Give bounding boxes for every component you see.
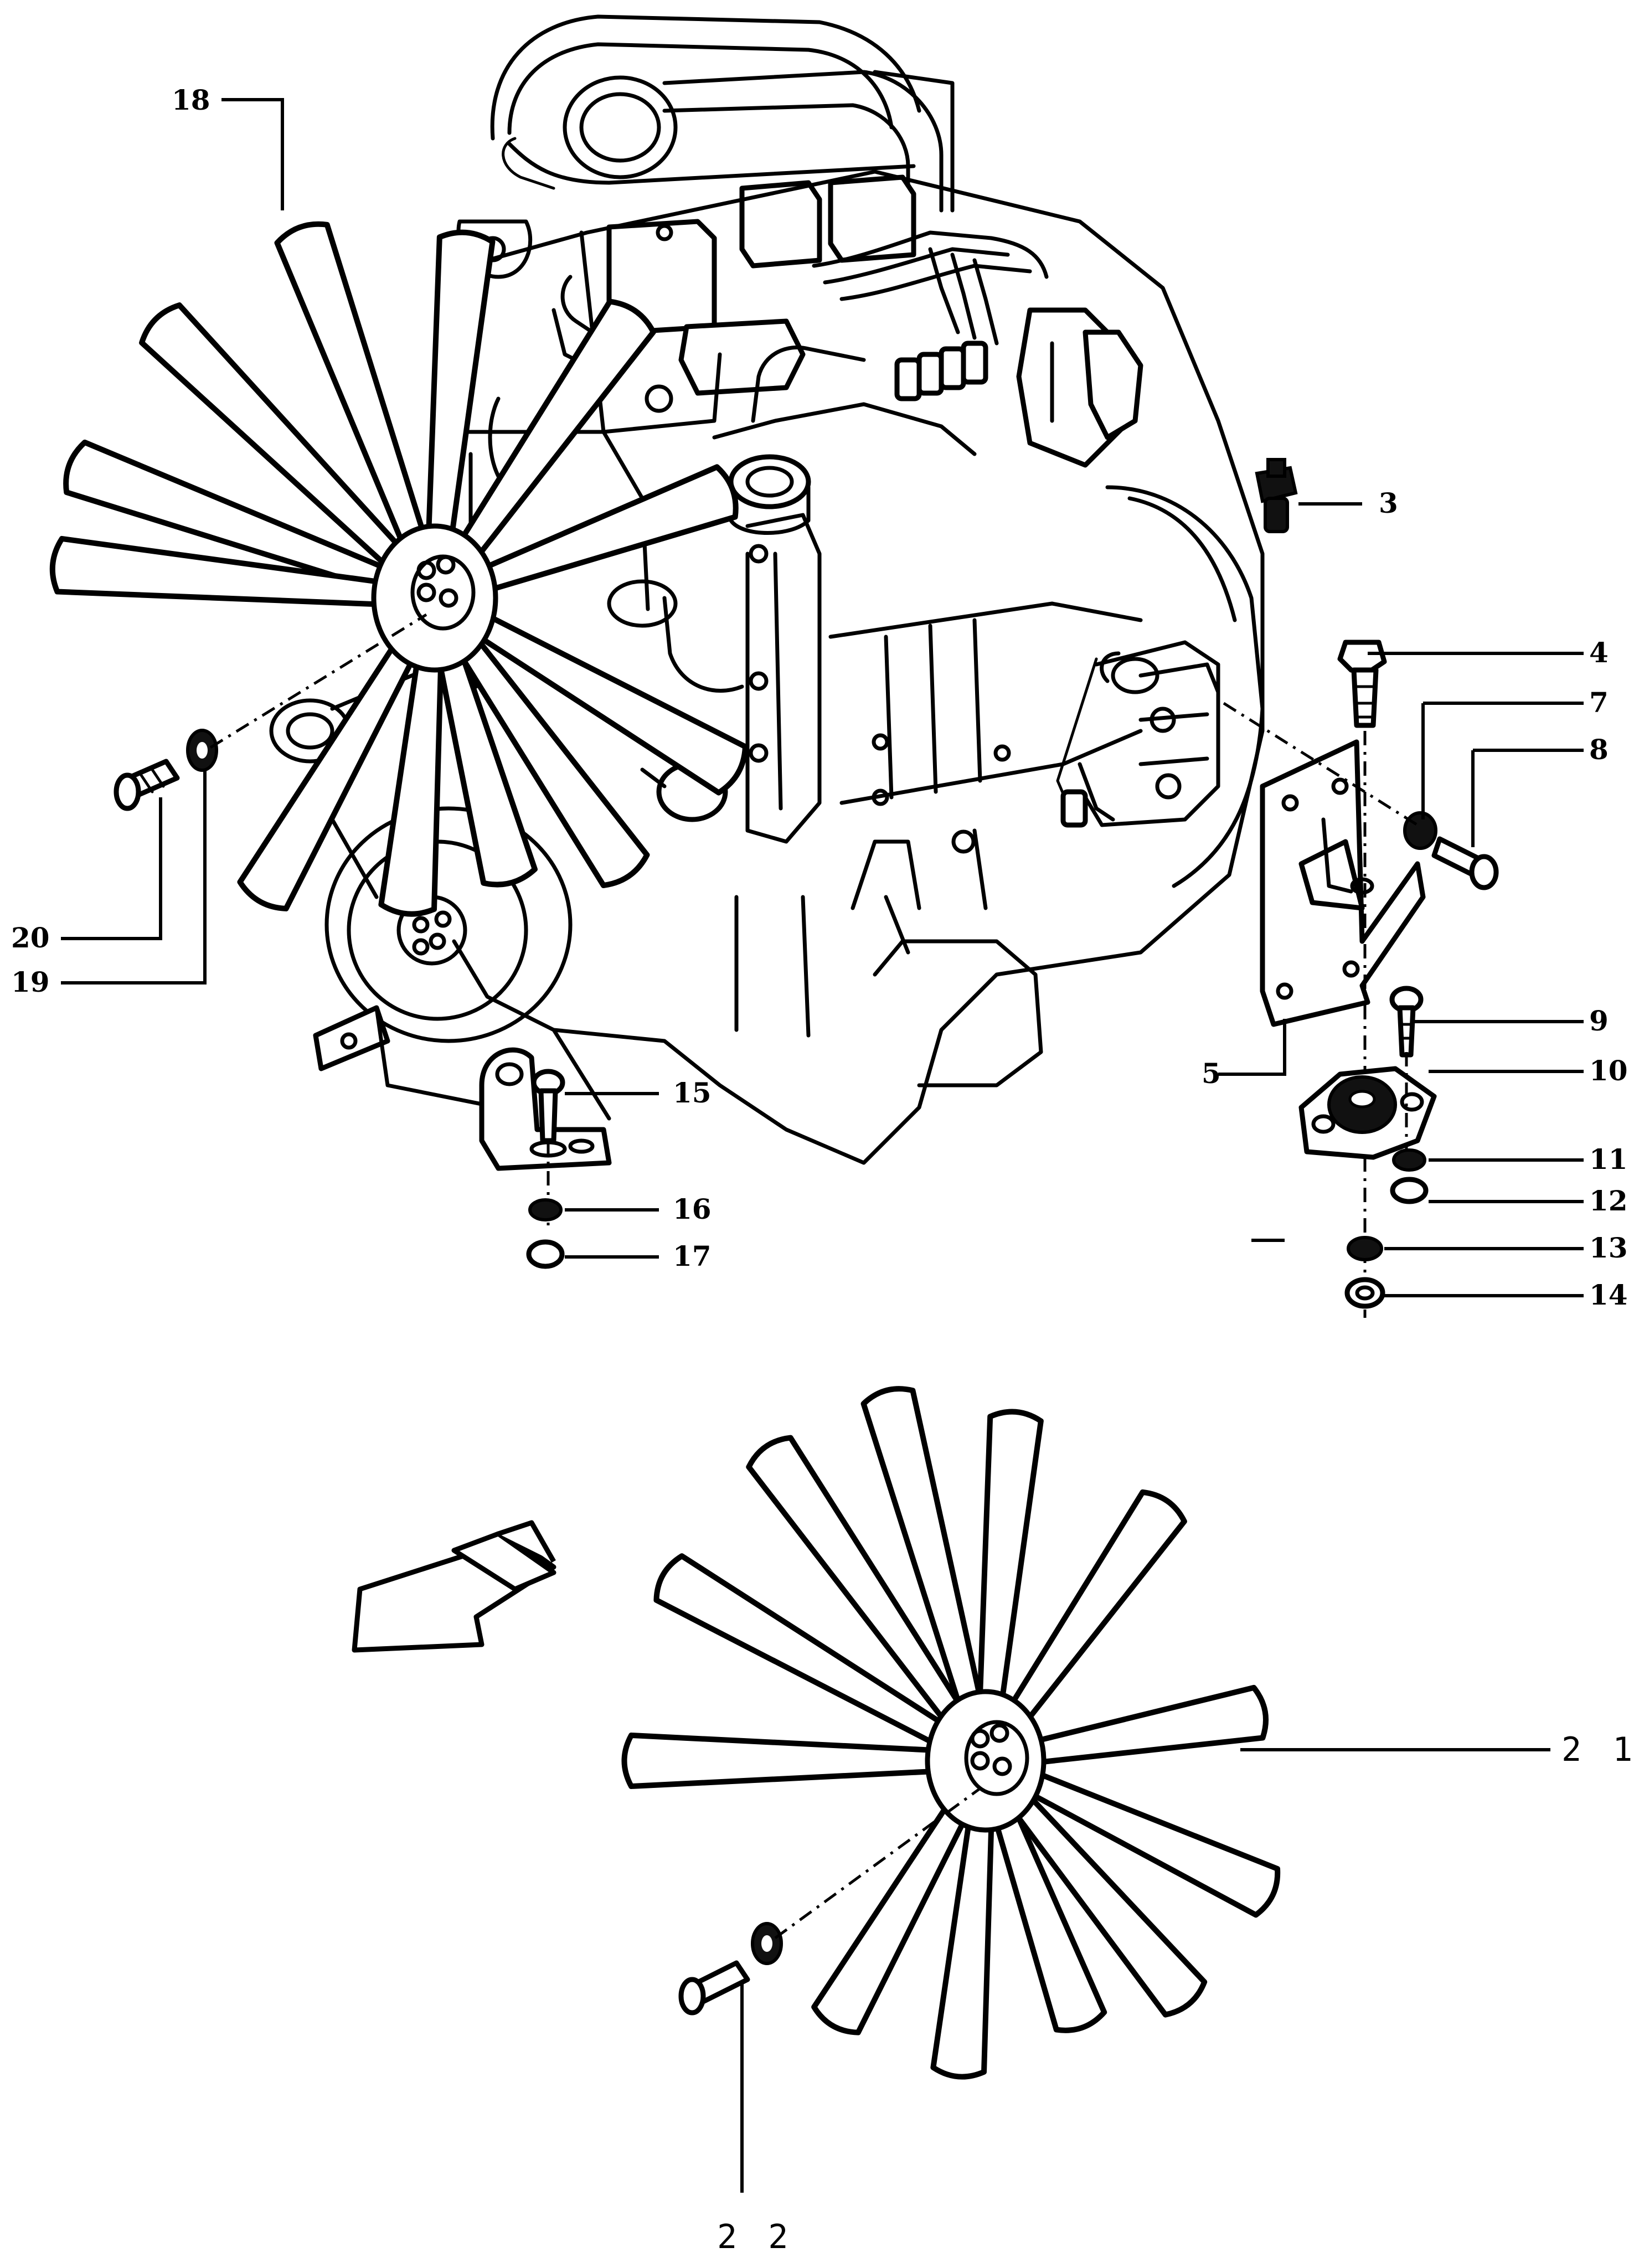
fan-bolt-22: [678, 1960, 750, 2016]
fan-blade: [1003, 1785, 1208, 2018]
fan-blade: [433, 635, 538, 888]
direction-arrow-icon: [352, 1520, 556, 1653]
callout-11: 11: [1589, 1143, 1628, 1176]
fan-blade: [930, 1801, 995, 2080]
callout-12: 12: [1589, 1184, 1628, 1217]
fan-blade: [274, 221, 432, 563]
cooling-fan: [49, 221, 748, 917]
callout-labels: 18 3 4 7 8 9 10 11 12 13 14 5 15 16 17 2…: [11, 84, 1638, 2256]
fan-blade: [811, 1791, 975, 2035]
engine-assembly: [269, 14, 1265, 1165]
callout-3: 3: [1379, 487, 1398, 519]
callout-5: 5: [1202, 1057, 1221, 1090]
callout-16: 16: [673, 1193, 712, 1225]
callout-13: 13: [1589, 1231, 1628, 1264]
alternate-fan: [621, 1386, 1281, 2080]
callout-21: 2 1: [1561, 1730, 1638, 1769]
leader-lines: [61, 98, 1584, 2193]
callout-19: 19: [11, 966, 50, 998]
fan-blade: [746, 1435, 972, 1734]
callout-8: 8: [1589, 733, 1609, 766]
fan-blade: [449, 298, 656, 571]
fan-blade: [465, 608, 748, 796]
callout-22: 2 2: [717, 2218, 793, 2256]
nut-17: [526, 1239, 565, 1269]
fan-blade: [425, 229, 496, 558]
washer-7: [1403, 811, 1437, 850]
nut-14: [1344, 1277, 1385, 1309]
fan-blade: [449, 625, 650, 889]
washer-16: [528, 1198, 563, 1221]
callout-9: 9: [1589, 1004, 1609, 1037]
fan-blade: [976, 1409, 1044, 1720]
fan-bolt-20: [114, 759, 180, 811]
callout-18: 18: [172, 84, 210, 116]
bolt-4: [1337, 640, 1387, 728]
bolt-8: [1431, 836, 1499, 890]
fan-blade: [1018, 1767, 1281, 1918]
front-foot-bracket: [479, 1047, 612, 1171]
fan-blade: [49, 535, 394, 608]
fan-blade: [860, 1386, 987, 1724]
callout-4: 4: [1589, 636, 1609, 669]
mount-bracket: [1260, 739, 1426, 1027]
nut-12: [1390, 1177, 1429, 1204]
callout-20: 20: [11, 921, 50, 954]
fan-blade: [653, 1553, 955, 1750]
fan-blade: [237, 628, 425, 911]
callout-10: 10: [1589, 1054, 1628, 1087]
fan-blade: [63, 439, 400, 596]
fan-blade: [139, 302, 414, 578]
washer-13: [1347, 1236, 1383, 1261]
fan-blade: [621, 1733, 944, 1789]
fan-blade: [470, 464, 739, 596]
engine-mount: [1298, 1066, 1437, 1160]
fan-blade: [999, 1489, 1187, 1734]
fan-blade: [378, 638, 445, 917]
callout-15: 15: [673, 1076, 712, 1109]
callout-14: 14: [1589, 1279, 1628, 1311]
fan-blade: [988, 1796, 1107, 2033]
washer-11: [1392, 1148, 1426, 1172]
bolt-15: [531, 1069, 565, 1143]
callout-7: 7: [1589, 686, 1609, 719]
bolt-9: [1389, 986, 1424, 1058]
callout-17: 17: [673, 1240, 712, 1272]
sensor-part-3: [1255, 458, 1298, 533]
fan-blade: [1024, 1684, 1269, 1766]
